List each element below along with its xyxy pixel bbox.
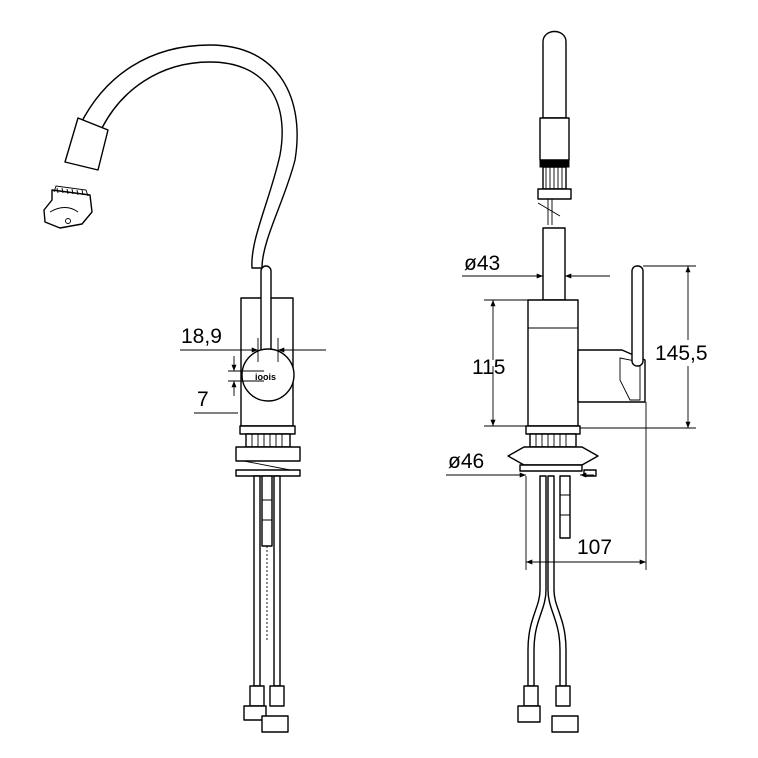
- supply-hose-side-left: [527, 475, 547, 687]
- hose-nut-side-left: [517, 705, 541, 723]
- spout-ring-side: [539, 159, 570, 168]
- dimension-base-diameter: ø46: [446, 450, 594, 478]
- dimension-body-height: 115: [472, 299, 528, 427]
- mounting-plate-side: [507, 446, 599, 466]
- dimension-label-reach: 107: [577, 536, 612, 559]
- lever-handle-side: [631, 265, 644, 367]
- faucet-body-side: [527, 299, 579, 427]
- threaded-rod-front: [261, 475, 273, 547]
- dimension-label-total-height: 145,5: [655, 342, 708, 365]
- mounting-washer-front: [235, 469, 301, 477]
- hose-connector-front-right: [269, 685, 285, 707]
- spout-sleeve-side: [539, 117, 570, 161]
- hose-connector-side-left: [523, 685, 539, 707]
- hose-connector-front-left: [249, 685, 265, 707]
- hose-nut-side-right: [551, 715, 579, 733]
- spout-tip-side: [542, 30, 567, 119]
- dimension-label-spout-diameter: ø43: [464, 252, 500, 275]
- base-ring-side: [525, 425, 581, 435]
- dimension-label-lever-gap: 7: [197, 388, 209, 411]
- supply-hose-front-left: [253, 475, 261, 687]
- spout-pipe-side: [542, 227, 566, 301]
- lever-mount-side: [577, 349, 646, 403]
- brand-logo: ioois: [255, 372, 276, 382]
- threaded-rod-side: [559, 475, 571, 539]
- dimension-spout-diameter: ø43: [462, 252, 610, 279]
- mounting-plate-front: [235, 446, 301, 462]
- dimension-label-body-height: 115: [472, 356, 505, 379]
- base-collar-front: [245, 433, 291, 448]
- dimension-label-base-diameter: ø46: [448, 450, 484, 473]
- base-collar-side: [529, 433, 577, 448]
- supply-hose-front-right: [273, 475, 281, 687]
- hose-nut-front-right: [261, 715, 289, 733]
- hose-connector-side-right: [555, 685, 571, 707]
- spout-nozzle: [64, 117, 109, 171]
- dimension-label-lever-offset: 18,9: [181, 325, 222, 348]
- mounting-washer-side: [519, 464, 583, 472]
- base-ring-front: [239, 425, 296, 435]
- dimension-reach: 107: [525, 402, 647, 570]
- flexible-spout-hose: [79, 44, 298, 269]
- aerator-part: [43, 185, 93, 229]
- side-view: ø43 115 145,5 ø46: [446, 30, 708, 733]
- dimension-total-height: 145,5: [580, 265, 708, 429]
- front-view: ioois 18,9: [43, 44, 326, 733]
- dimension-lever-offset: 18,9: [180, 325, 326, 362]
- hose-nut-front-left: [243, 705, 267, 721]
- cartridge-cap: [241, 348, 295, 402]
- dimension-lever-gap: 7: [194, 356, 264, 414]
- aerator-cap-side: [537, 188, 572, 200]
